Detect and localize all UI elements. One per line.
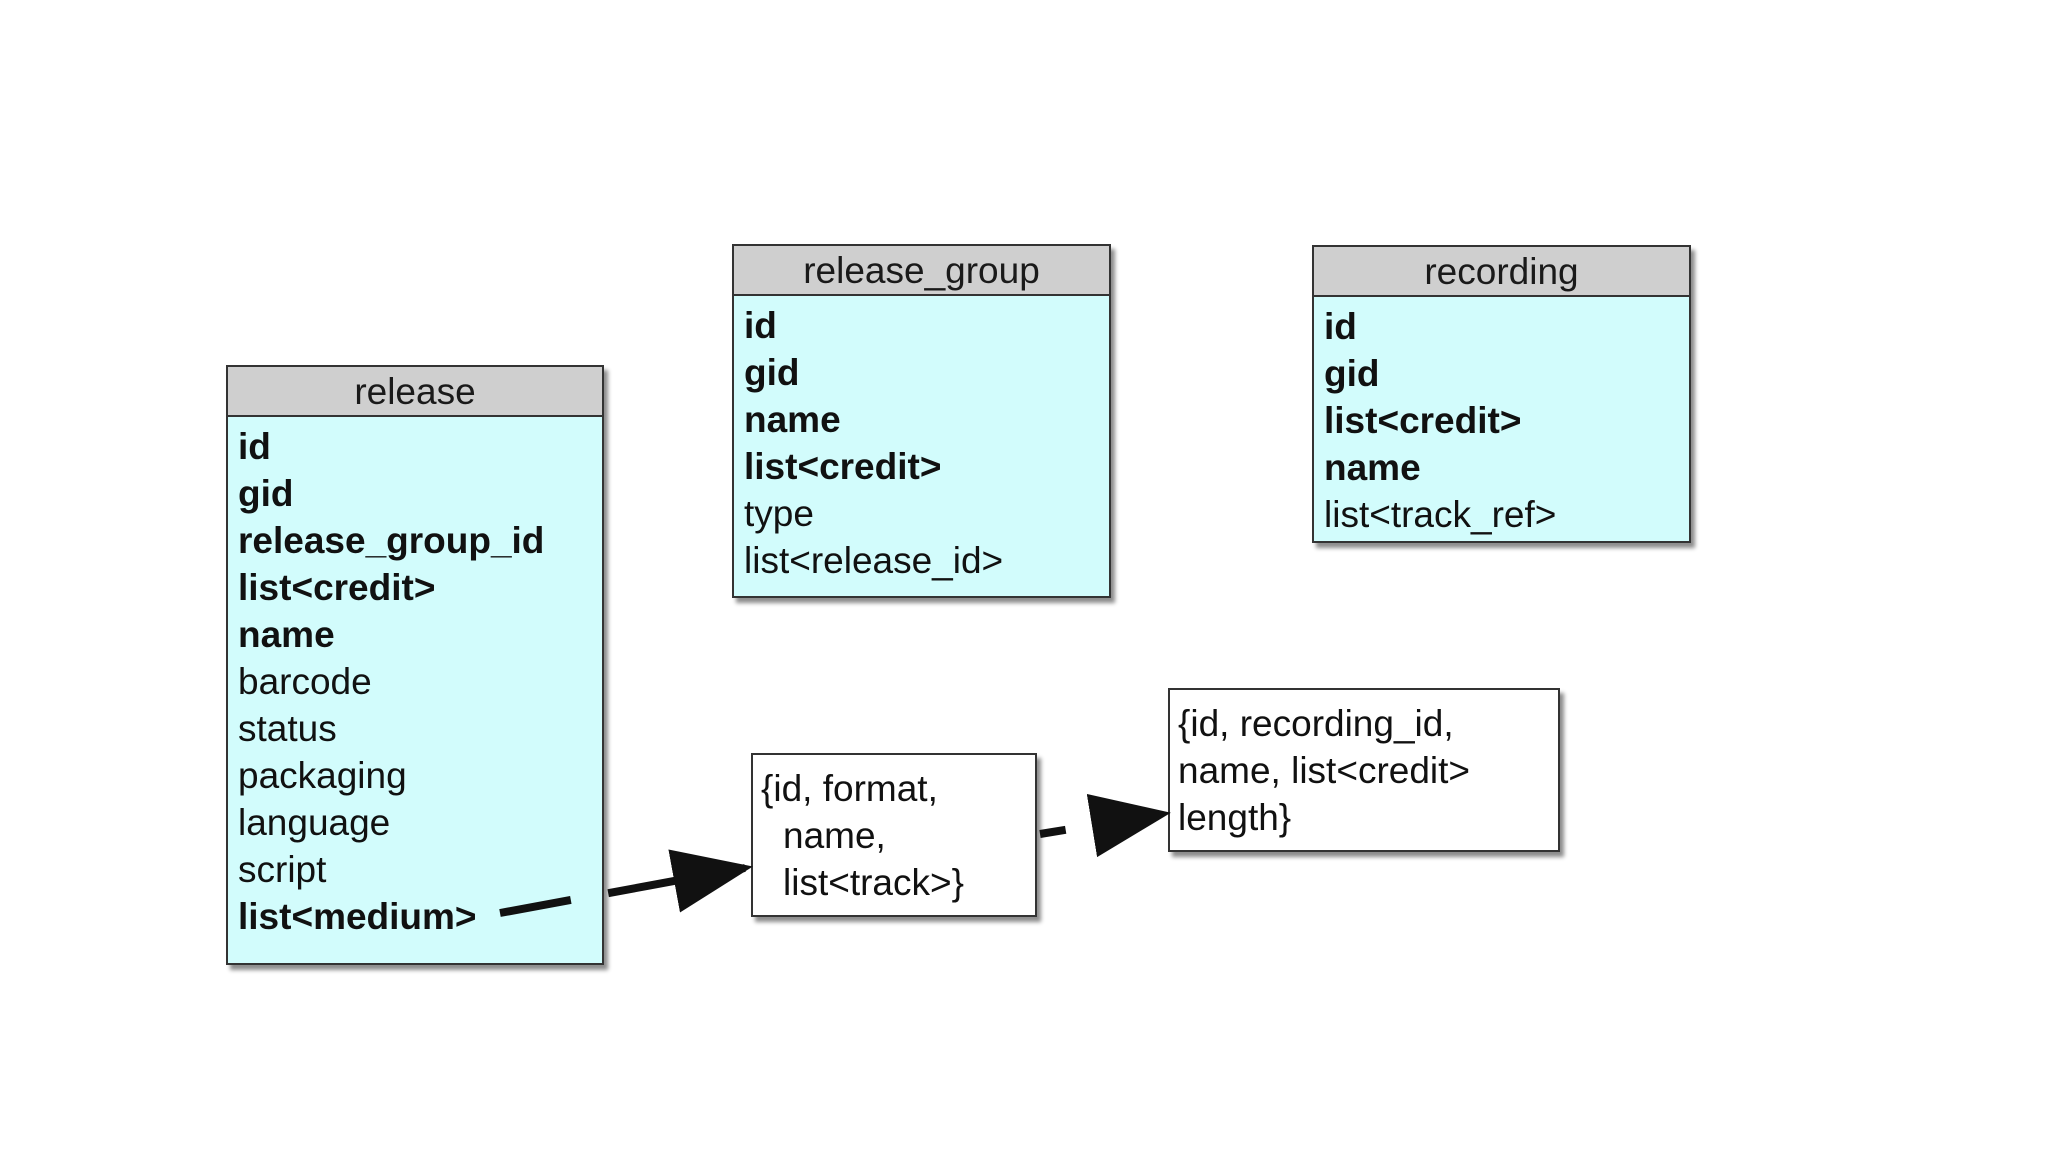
entity-release-group: release_group id gid name list<credit> type l… (732, 244, 1111, 598)
entity-field: type (744, 493, 814, 534)
entity-field: id (744, 305, 777, 346)
track-line: length} (1178, 797, 1292, 838)
entity-field: list<track_ref> (1324, 494, 1557, 535)
entity-field: name (744, 399, 841, 440)
entity-field: list<credit> (1324, 400, 1522, 441)
entity-field: id (1324, 306, 1357, 347)
entity-field: list<medium> (238, 896, 477, 937)
entity-field: packaging (238, 755, 407, 796)
entity-title: recording (1314, 247, 1689, 297)
medium-line: name, (783, 815, 886, 856)
track-line: name, list<credit> (1178, 750, 1471, 791)
arrow-medium-to-track (1039, 793, 1171, 858)
entity-field: status (238, 708, 337, 749)
entity-field-list: id gid release_group_id list<credit> name bar… (228, 417, 602, 940)
medium-line: list<track>} (783, 862, 964, 903)
entity-field: name (1324, 447, 1421, 488)
entity-title: release_group (734, 246, 1109, 296)
entity-field: script (238, 849, 327, 890)
entity-field: barcode (238, 661, 372, 702)
entity-field: list<release_id> (744, 540, 1004, 581)
entity-release: release id gid release_group_id list<credit… (226, 365, 604, 965)
entity-field: language (238, 802, 391, 843)
entity-field: list<credit> (744, 446, 942, 487)
medium-struct-box: {id, format, name, list<track>} (751, 753, 1037, 917)
entity-field: gid (744, 352, 800, 393)
entity-field: name (238, 614, 335, 655)
entity-field: id (238, 426, 271, 467)
track-struct-box: {id, recording_id, name, list<credit> le… (1168, 688, 1560, 852)
entity-field-list: id gid name list<credit> type list<release_id… (734, 296, 1109, 584)
entity-field: gid (238, 473, 294, 514)
track-line: {id, recording_id, (1178, 703, 1454, 744)
entity-title: release (228, 367, 602, 417)
entity-field: list<credit> (238, 567, 436, 608)
entity-field-list: id gid list<credit> name list<track_ref> (1314, 297, 1689, 538)
medium-line: {id, format, (761, 768, 938, 809)
entity-field: gid (1324, 353, 1380, 394)
entity-recording: recording id gid list<credit> name list<trac… (1312, 245, 1691, 543)
entity-field: release_group_id (238, 520, 545, 561)
